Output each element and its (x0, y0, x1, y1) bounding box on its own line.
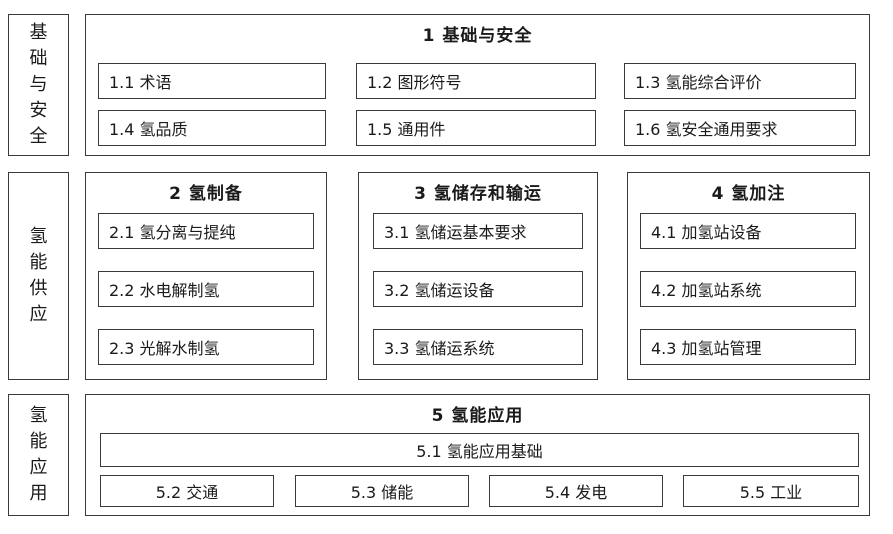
side-char: 氢 (29, 226, 48, 247)
item-3-1: 3.1 氢储运基本要求 (373, 213, 583, 249)
side-char: 能 (29, 431, 48, 452)
item-3-3: 3.3 氢储运系统 (373, 329, 583, 365)
side-char: 与 (29, 74, 48, 95)
item-4-1: 4.1 加氢站设备 (640, 213, 856, 249)
side-char: 能 (29, 252, 48, 273)
section-title: 1 基础与安全 (422, 26, 533, 46)
item-1-4: 1.4 氢品质 (98, 110, 326, 146)
side-char: 用 (29, 483, 48, 504)
item-1-5: 1.5 通用件 (356, 110, 596, 146)
item-1-6: 1.6 氢安全通用要求 (624, 110, 856, 146)
item-5-3: 5.3 储能 (295, 475, 469, 507)
side-char: 基 (29, 22, 48, 43)
section-title: 4 氢加注 (711, 184, 786, 204)
item-4-3: 4.3 加氢站管理 (640, 329, 856, 365)
section-hydrogen-production: 2 氢制备 2.1 氢分离与提纯 2.2 水电解制氢 2.3 光解水制氢 (85, 172, 327, 380)
item-5-4: 5.4 发电 (489, 475, 663, 507)
side-label-hydrogen-application: 氢 能 应 用 (8, 394, 69, 516)
side-char: 供 (29, 278, 48, 299)
section-title: 5 氢能应用 (431, 406, 524, 426)
item-1-3: 1.3 氢能综合评价 (624, 63, 856, 99)
section-hydrogen-storage-transport: 3 氢储存和输运 3.1 氢储运基本要求 3.2 氢储运设备 3.3 氢储运系统 (358, 172, 598, 380)
item-2-1: 2.1 氢分离与提纯 (98, 213, 314, 249)
section-title: 2 氢制备 (169, 184, 243, 204)
section-foundation-safety: 1 基础与安全 1.1 术语 1.2 图形符号 1.3 氢能综合评价 1.4 氢… (85, 14, 870, 156)
item-2-2: 2.2 水电解制氢 (98, 271, 314, 307)
section-hydrogen-refueling: 4 氢加注 4.1 加氢站设备 4.2 加氢站系统 4.3 加氢站管理 (627, 172, 870, 380)
side-char: 应 (29, 457, 48, 478)
side-char: 全 (29, 126, 48, 147)
item-1-1: 1.1 术语 (98, 63, 326, 99)
item-5-2: 5.2 交通 (100, 475, 274, 507)
item-4-2: 4.2 加氢站系统 (640, 271, 856, 307)
section-hydrogen-application: 5 氢能应用 5.1 氢能应用基础 5.2 交通 5.3 储能 5.4 发电 5… (85, 394, 870, 516)
side-char: 安 (29, 100, 48, 121)
item-1-2: 1.2 图形符号 (356, 63, 596, 99)
side-char: 应 (29, 304, 48, 325)
section-title: 3 氢储存和输运 (414, 184, 542, 204)
side-char: 础 (29, 48, 48, 69)
side-label-hydrogen-supply: 氢 能 供 应 (8, 172, 69, 380)
side-label-foundation-safety: 基 础 与 安 全 (8, 14, 69, 156)
item-3-2: 3.2 氢储运设备 (373, 271, 583, 307)
side-char: 氢 (29, 405, 48, 426)
item-5-1: 5.1 氢能应用基础 (100, 433, 859, 467)
item-2-3: 2.3 光解水制氢 (98, 329, 314, 365)
item-5-5: 5.5 工业 (683, 475, 859, 507)
